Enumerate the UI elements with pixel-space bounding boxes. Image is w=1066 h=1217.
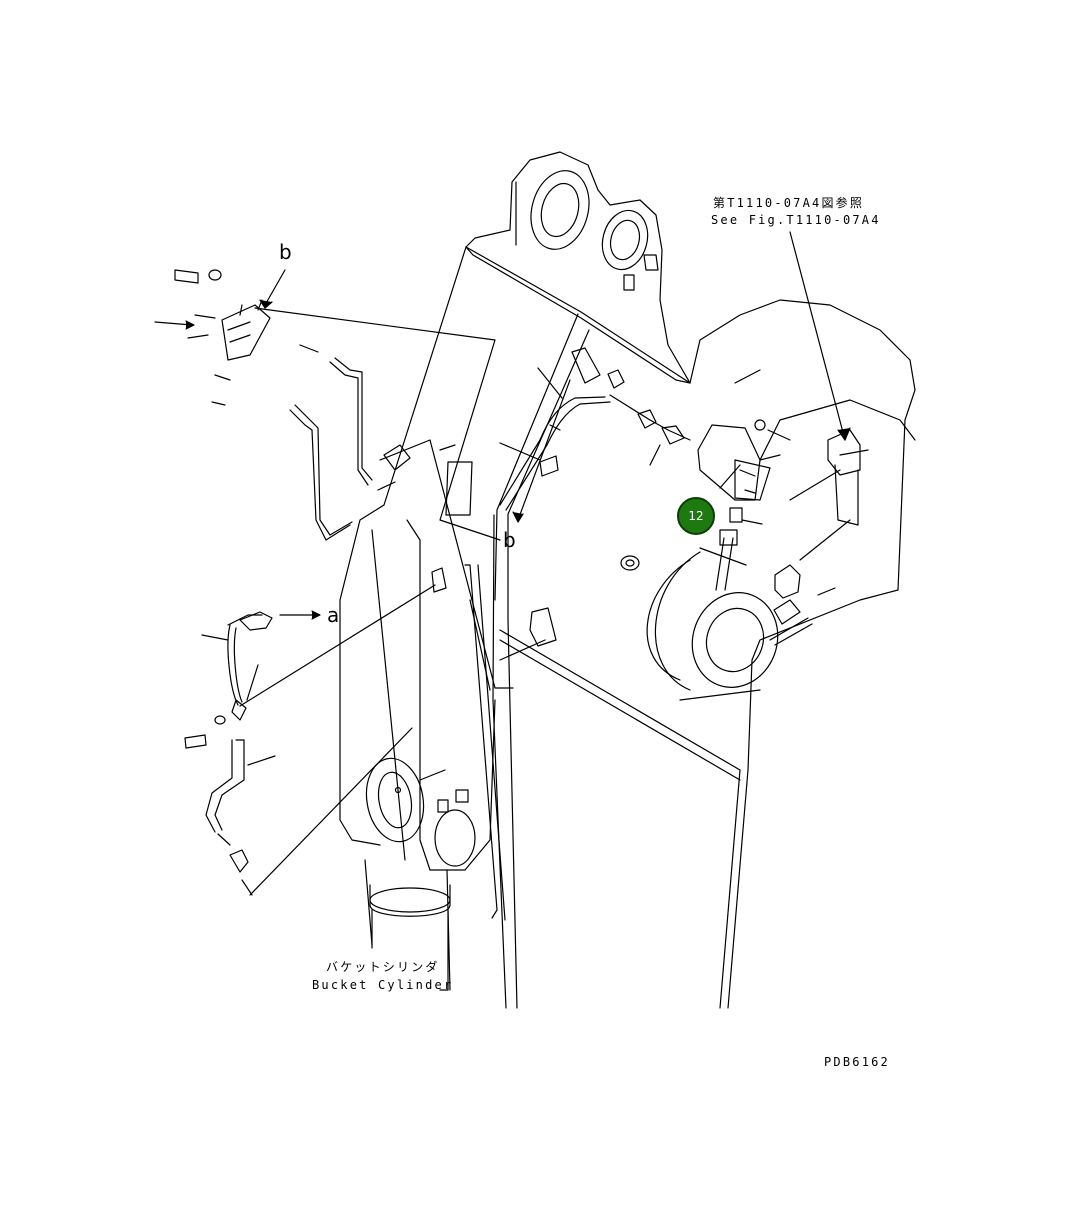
bucket-cylinder-label-en: Bucket Cylinder xyxy=(312,978,454,992)
figure-reference-en: See Fig.T1110-07A4 xyxy=(711,213,881,227)
arrow-label-a: a xyxy=(327,603,340,627)
arm-body xyxy=(383,151,916,1009)
drawing-code: PDB6162 xyxy=(824,1055,890,1069)
figure-reference-jp: 第T1110-07A4図参照 xyxy=(713,196,865,210)
bucket-cylinder xyxy=(339,504,506,991)
arrow-label-b-bottom: b xyxy=(503,528,516,552)
part-callout-12[interactable]: 12 xyxy=(677,497,715,535)
leader-lines xyxy=(154,231,851,991)
arm-piping xyxy=(431,254,869,813)
arrow-label-b-top: b xyxy=(279,240,292,264)
part-callout-number: 12 xyxy=(688,509,704,523)
exploded-piping-lower xyxy=(184,584,436,896)
exploded-piping-left xyxy=(174,269,546,691)
bucket-cylinder-label-jp: バケットシリンダ xyxy=(326,960,440,974)
